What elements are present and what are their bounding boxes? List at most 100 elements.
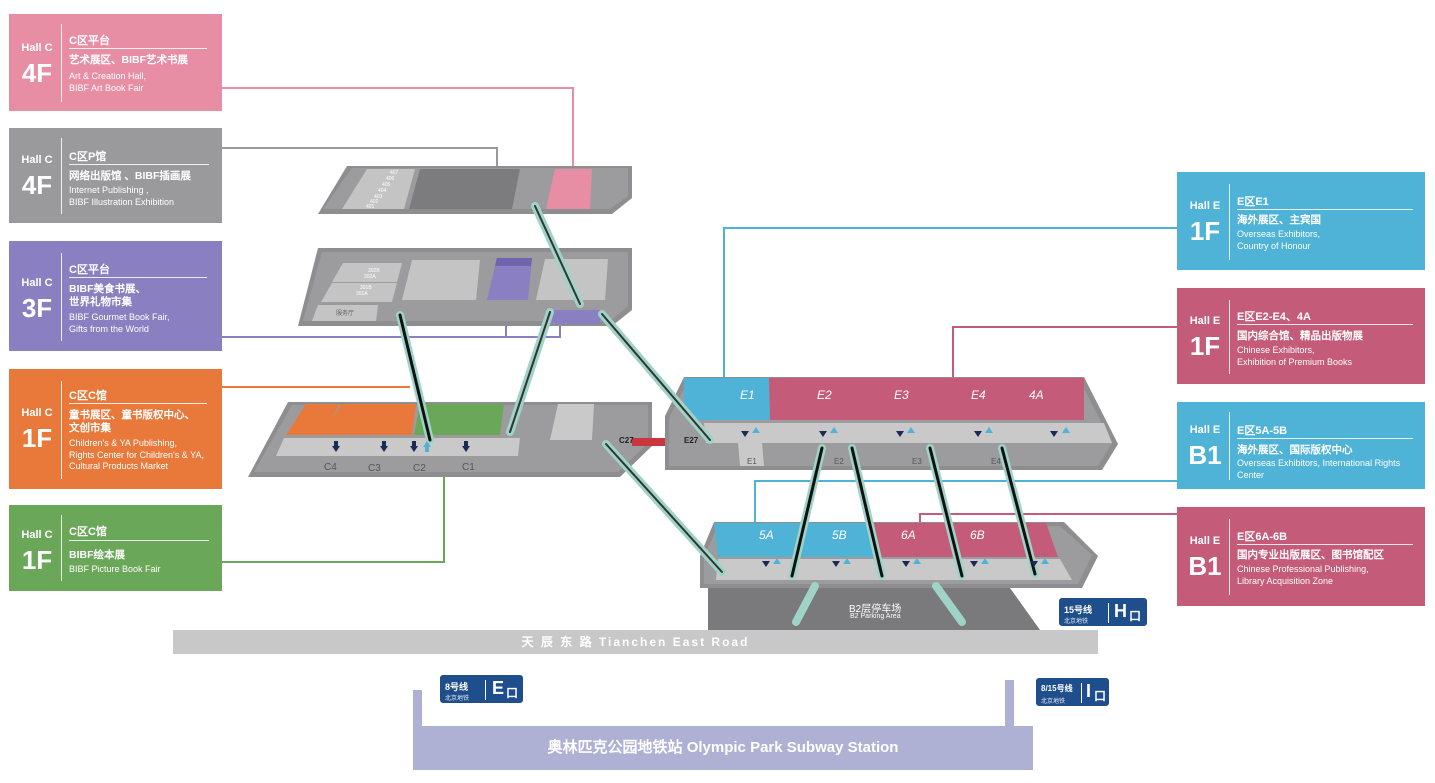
exit-line-label: 8号线 xyxy=(445,682,469,692)
hall-c-annex xyxy=(550,404,594,440)
exit-line-label: 15号线 xyxy=(1064,605,1093,615)
up-arrow-icon xyxy=(752,427,760,433)
room-number: 302B xyxy=(368,268,380,274)
down-arrow-icon xyxy=(332,446,340,452)
card-hall-c-1f-children: Hall C 1F C区C馆 童书展区、童书版权中心、 文创市集 Childre… xyxy=(9,369,222,489)
gifts-purple-block xyxy=(547,310,602,324)
card-hall: Hall E xyxy=(1189,315,1221,327)
exit-letter: H xyxy=(1114,601,1127,621)
hall-e-b1-arrows xyxy=(762,558,1049,567)
room-service-label: 服务厅 xyxy=(336,309,354,317)
card-en: Internet Publishing , BIBF Illustration … xyxy=(69,185,175,207)
zone-e2-e4-block xyxy=(769,378,1084,420)
card-floor: 1F xyxy=(1189,216,1221,246)
card-en: Chinese Professional Publishing, Library… xyxy=(1237,564,1369,586)
zone-label-e2: E2 xyxy=(817,388,832,402)
zone-e1-block xyxy=(684,378,770,420)
down-arrow-icon xyxy=(762,561,770,567)
zone-5a-5b-block xyxy=(714,523,876,557)
room-301 xyxy=(321,283,397,302)
card-hall-c-1f-picture: Hall C 1F C区C馆 BIBF绘本展 BIBF Picture Book… xyxy=(9,505,222,591)
card-hall: Hall C xyxy=(21,407,53,419)
entrance-label-c3: C3 xyxy=(368,463,381,474)
hall-c-1f-floor xyxy=(248,402,702,477)
card-hall: Hall C xyxy=(21,154,53,166)
subway-connector-right xyxy=(1005,680,1014,728)
hall-e-1f-floor xyxy=(665,377,1118,470)
down-arrow-icon xyxy=(974,431,982,437)
up-arrow-icon xyxy=(1062,427,1070,433)
card-floor: 4F xyxy=(21,170,53,200)
hall-e-b1-walkway xyxy=(716,559,1072,580)
hall-c-3f-floor: 302B 302A 301B 301A 服务厅 xyxy=(298,248,632,326)
card-hall: Hall E xyxy=(1189,200,1221,212)
card-zh: 海外展区、国际版权中心 xyxy=(1237,444,1353,456)
connector-line-5a-5b xyxy=(754,480,1178,525)
card-zh: 海外展区、主宾国 xyxy=(1237,214,1321,226)
card-zh: 艺术展区、BIBF艺术书展 xyxy=(69,54,188,66)
exit-line-label: 8/15号线 xyxy=(1041,684,1073,693)
door-label-c27: C27 xyxy=(619,436,634,445)
entrance-label-e4: E4 xyxy=(991,457,1001,466)
down-arrow-icon xyxy=(462,446,470,452)
up-arrow-icon xyxy=(907,427,915,433)
card-title: C区P馆 xyxy=(69,151,107,163)
card-title: C区平台 xyxy=(69,35,110,47)
zone-label-6a: 6A xyxy=(901,528,916,542)
card-hall: Hall E xyxy=(1189,424,1221,436)
zone-label-4a: 4A xyxy=(1029,388,1044,402)
connector-line-6a-6b xyxy=(919,513,1178,525)
parking-label-zh: B2层停车场 xyxy=(849,604,902,615)
card-hall-c-4f-p: Hall C 4F C区P馆 网络出版馆 、BIBF插画展 Internet P… xyxy=(9,128,222,223)
down-arrow-icon xyxy=(1030,561,1038,567)
road-tianchen-east: 天 辰 东 路 Tianchen East Road xyxy=(173,630,1098,654)
room-number: 302A xyxy=(364,274,376,280)
card-en: BIBF Gourmet Book Fair, Gifts from the W… xyxy=(69,312,170,334)
up-arrow-icon xyxy=(843,558,851,564)
entrance-label-e1: E1 xyxy=(747,457,757,466)
down-arrow-icon xyxy=(896,431,904,437)
entrance-label-c2: C2 xyxy=(413,463,426,474)
card-hall: Hall E xyxy=(1189,535,1221,547)
card-title: E区E2-E4、4A xyxy=(1237,311,1311,323)
subway-connector-left xyxy=(413,690,422,728)
room-number: 301B xyxy=(360,285,372,291)
connector-line-art-hall xyxy=(222,87,574,172)
room-number: 402 xyxy=(370,199,379,205)
connector-line-p-hall xyxy=(222,147,498,166)
down-arrow-icon xyxy=(1050,431,1058,437)
up-arrow-icon xyxy=(423,441,431,447)
card-hall: Hall C xyxy=(21,277,53,289)
exit-suffix: 口 xyxy=(1129,609,1142,623)
card-title: E区5A-5B xyxy=(1237,425,1288,437)
card-zh: 童书展区、童书版权中心、 文创市集 xyxy=(69,409,195,434)
card-floor: 1F xyxy=(21,423,53,453)
card-title: E区E1 xyxy=(1237,196,1269,208)
hall-e-entrance-arrows xyxy=(741,427,1070,437)
exit-suffix: 口 xyxy=(506,686,519,700)
up-arrow-icon xyxy=(830,427,838,433)
subway-logo-icon: 北京地铁 xyxy=(1041,699,1066,705)
card-en: Overseas Exhibitors, International Right… xyxy=(1237,458,1401,480)
card-floor: 1F xyxy=(1189,331,1221,361)
subway-logo-icon: 北京地铁 xyxy=(445,696,470,702)
card-en: Children's & YA Publishing, Rights Cente… xyxy=(69,438,204,471)
hall-c-4f-floor: 407 406 405 404 403 402 401 xyxy=(318,166,632,214)
children-block-b xyxy=(320,404,416,435)
up-arrow-icon xyxy=(985,427,993,433)
card-zh: 国内专业出版展区、图书馆配区 xyxy=(1237,549,1384,561)
parking-label-en: B2 Parking Area xyxy=(850,613,901,620)
card-hall-c-4f-art: Hall C 4F C区平台 艺术展区、BIBF艺术书展 Art & Creat… xyxy=(9,14,222,111)
card-hall-e-1f-e2-e4: Hall E 1F E区E2-E4、4A 国内综合馆、精品出版物展 Chines… xyxy=(1177,288,1425,384)
down-arrow-icon xyxy=(970,561,978,567)
entrance-label-e2: E2 xyxy=(834,457,844,466)
card-title: E区6A-6B xyxy=(1237,531,1288,543)
room-service xyxy=(312,305,378,321)
card-floor: B1 xyxy=(1188,551,1222,581)
exit-letter: E xyxy=(492,678,505,698)
entrance-label-e3: E3 xyxy=(912,457,922,466)
card-floor: 3F xyxy=(21,293,53,323)
subway-logo-icon: 北京地铁 xyxy=(1064,619,1089,625)
door-label-e27: E27 xyxy=(684,436,699,445)
card-en: Chinese Exhibitors, Exhibition of Premiu… xyxy=(1237,345,1353,367)
